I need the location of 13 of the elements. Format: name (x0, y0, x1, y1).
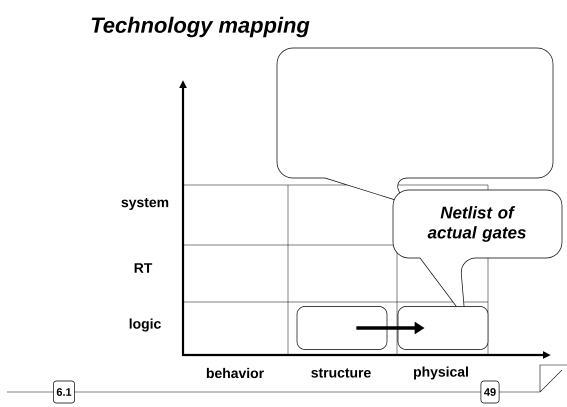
axis-label: structure (311, 368, 371, 378)
footer-number: 6.1 (53, 380, 75, 404)
rounded-box (398, 306, 488, 350)
axis-label: RT (134, 263, 152, 273)
rounded-box (296, 306, 388, 350)
axis-label: logic (130, 318, 161, 332)
axis-label: physical (414, 366, 468, 380)
footer-number: 49 (480, 380, 500, 404)
title: Technology mapping (92, 16, 310, 38)
node-label: Netlist of actual gates (428, 206, 526, 242)
speech-bubble: Netlist of actual gates (392, 190, 562, 318)
axis-label: behavior (206, 368, 264, 378)
axis-label: system (121, 198, 168, 210)
